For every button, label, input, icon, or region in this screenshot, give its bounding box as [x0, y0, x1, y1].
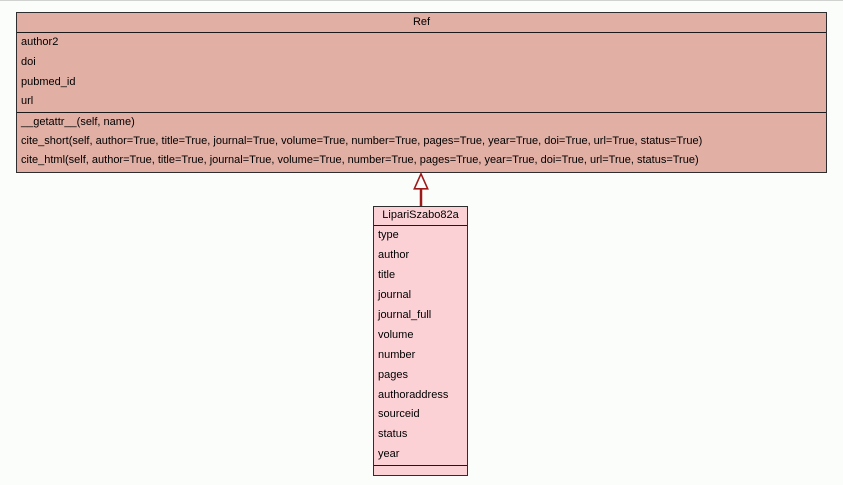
attribute-row: pages [378, 368, 408, 381]
attribute-row: number [378, 348, 416, 361]
method-row: __getattr__(self, name) [21, 115, 135, 128]
method-row: cite_short(self, author=True, title=True… [21, 134, 703, 147]
attribute-row: type [378, 229, 399, 241]
attribute-row: volume [378, 328, 414, 341]
attribute-row: journal_full [378, 308, 432, 321]
attribute-row: status [378, 428, 408, 441]
attributes-section-liparisszabo82a: type author title journal journal_full v… [374, 226, 467, 466]
methods-section-ref: __getattr__(self, name) cite_short(self,… [17, 113, 826, 171]
method-row: cite_html(self, author=True, title=True,… [21, 154, 699, 167]
attribute-row: year [378, 448, 400, 461]
attribute-row: journal [378, 288, 412, 301]
attribute-row: title [378, 268, 396, 281]
class-title-liparisszabo82a: LipariSzabo82a [374, 207, 467, 226]
attribute-row: doi [21, 55, 36, 68]
attributes-section-ref: author2 doi pubmed_id url [17, 33, 826, 113]
attribute-row: authoraddress [378, 388, 449, 401]
attribute-row: pubmed_id [21, 75, 76, 88]
class-title-ref: Ref [17, 13, 826, 33]
attribute-row: author2 [21, 36, 59, 48]
class-box-ref: Ref author2 doi pubmed_id url __getattr_… [16, 12, 827, 173]
attribute-row: author [378, 248, 410, 261]
inheritance-triangle-icon [413, 171, 429, 190]
attribute-row: sourceid [378, 408, 420, 421]
methods-section-liparisszabo82a [374, 466, 467, 474]
attribute-row: url [21, 95, 34, 108]
class-box-liparisszabo82a: LipariSzabo82a type author title journal… [373, 206, 468, 476]
